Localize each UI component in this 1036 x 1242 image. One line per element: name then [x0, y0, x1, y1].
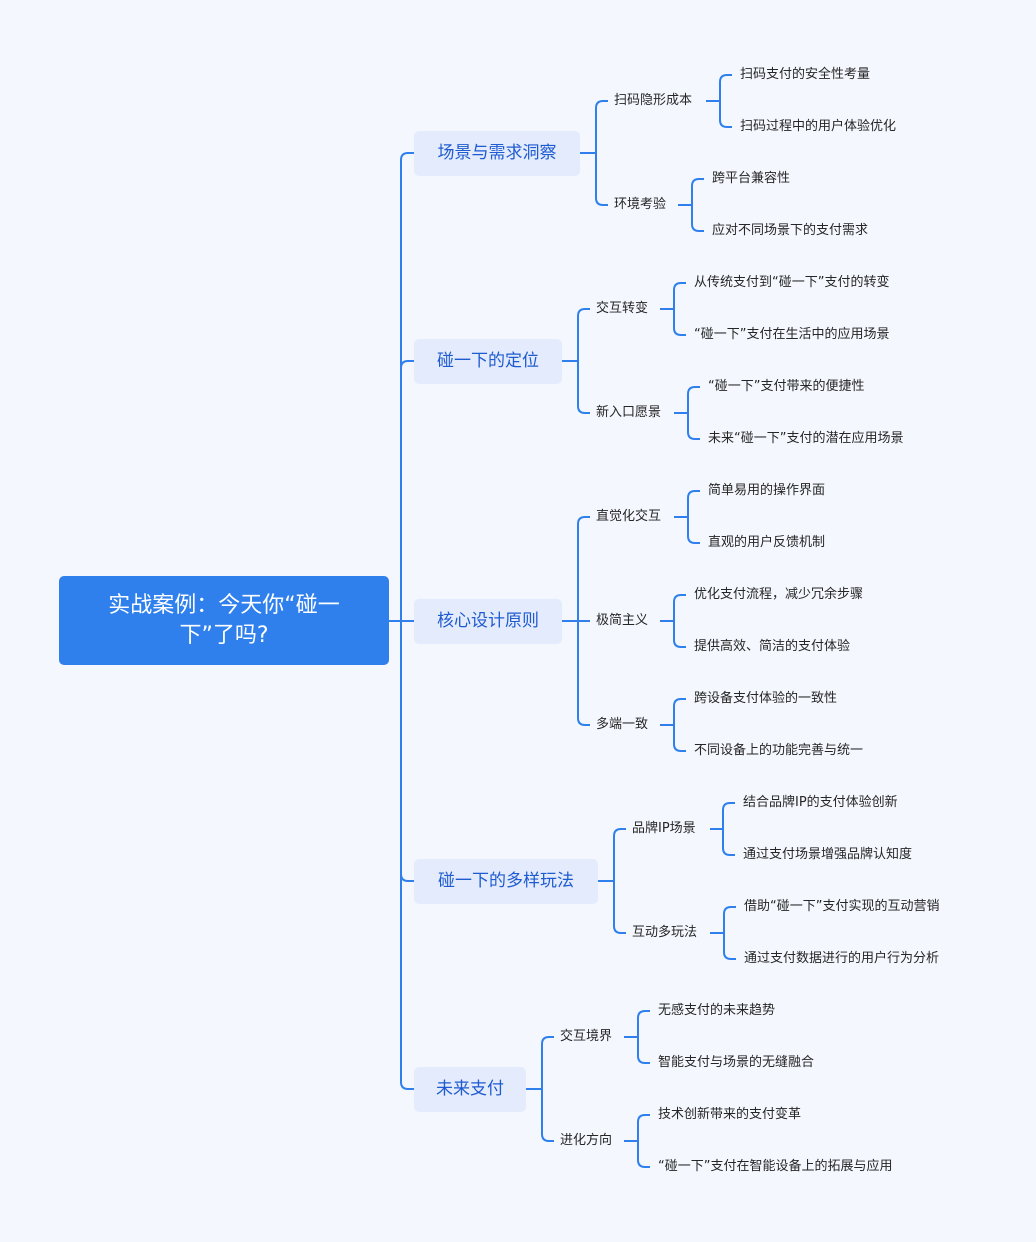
connector-line: [400, 621, 414, 1090]
branch-node[interactable]: 碰一下的定位: [414, 339, 562, 384]
sub-topic[interactable]: 多端一致: [596, 717, 649, 732]
leaf-item[interactable]: 从传统支付到“碰一下”支付的转变: [694, 275, 890, 290]
connector-line: [673, 698, 686, 725]
sub-topic[interactable]: 交互境界: [560, 1029, 613, 1044]
leaf-item[interactable]: 智能支付与场景的无缝融合: [658, 1055, 815, 1070]
sub-topic[interactable]: 进化方向: [560, 1133, 613, 1148]
connector-line: [673, 309, 686, 336]
sub-topic[interactable]: 扫码隐形成本: [614, 93, 693, 108]
sub-topic[interactable]: 互动多玩法: [632, 925, 698, 940]
branch-node[interactable]: 核心设计原则: [414, 599, 562, 644]
branch-label: 碰一下的定位: [437, 351, 539, 371]
connector-line: [691, 178, 704, 205]
leaf-item[interactable]: “碰一下”支付在生活中的应用场景: [694, 327, 890, 342]
connector-line: [691, 205, 704, 232]
leaf-item[interactable]: “碰一下”支付带来的便捷性: [708, 379, 865, 394]
connector-line: [673, 594, 686, 621]
connector-line: [577, 516, 590, 621]
connector-line: [541, 1036, 554, 1089]
connector-line: [673, 282, 686, 309]
connector-line: [722, 802, 735, 829]
connector-line: [400, 360, 414, 621]
sub-topic[interactable]: 直觉化交互: [596, 509, 662, 524]
connector-line: [613, 881, 626, 934]
leaf-item[interactable]: 通过支付数据进行的用户行为分析: [744, 951, 940, 966]
leaf-item[interactable]: “碰一下”支付在智能设备上的拓展与应用: [658, 1159, 893, 1174]
connector-line: [595, 153, 608, 206]
sub-topic[interactable]: 极简主义: [596, 613, 649, 628]
connector-line: [687, 413, 700, 440]
connector-line: [400, 152, 414, 621]
sub-topic[interactable]: 新入口愿景: [596, 405, 662, 420]
branch-label: 场景与需求洞察: [437, 143, 557, 163]
sub-topic[interactable]: 环境考验: [614, 197, 667, 212]
branch-label: 碰一下的多样玩法: [438, 871, 574, 891]
branch-node[interactable]: 场景与需求洞察: [414, 131, 580, 176]
leaf-item[interactable]: 未来“碰一下”支付的潜在应用场景: [708, 431, 904, 446]
connector-line: [613, 828, 626, 881]
leaf-item[interactable]: 提供高效、简洁的支付体验: [694, 639, 851, 654]
leaf-item[interactable]: 扫码过程中的用户体验优化: [740, 119, 897, 134]
sub-topic[interactable]: 交互转变: [596, 301, 649, 316]
root-node[interactable]: 实战案例：今天你“碰一下”了吗?: [59, 576, 389, 665]
branch-node[interactable]: 未来支付: [414, 1067, 526, 1112]
connector-line: [637, 1037, 650, 1064]
connector-line: [687, 490, 700, 517]
leaf-item[interactable]: 通过支付场景增强品牌认知度: [743, 847, 913, 862]
connector-line: [400, 621, 414, 882]
connector-line: [577, 361, 590, 414]
leaf-item[interactable]: 借助“碰一下”支付实现的互动营销: [744, 899, 940, 914]
leaf-item[interactable]: 技术创新带来的支付变革: [658, 1107, 802, 1122]
leaf-item[interactable]: 简单易用的操作界面: [708, 483, 826, 498]
connector-line: [687, 386, 700, 413]
connector-line: [637, 1114, 650, 1141]
branch-node[interactable]: 碰一下的多样玩法: [414, 859, 598, 904]
root-title: 实战案例：今天你“碰一下”了吗?: [108, 592, 340, 648]
connector-line: [637, 1010, 650, 1037]
leaf-item[interactable]: 应对不同场景下的支付需求: [712, 223, 869, 238]
leaf-item[interactable]: 不同设备上的功能完善与统一: [694, 743, 864, 758]
leaf-item[interactable]: 结合品牌IP的支付体验创新: [743, 795, 898, 810]
connector-line: [723, 906, 736, 933]
leaf-item[interactable]: 直观的用户反馈机制: [708, 535, 826, 550]
connector-line: [673, 621, 686, 648]
sub-topic[interactable]: 品牌IP场景: [632, 821, 696, 836]
connector-line: [722, 829, 735, 856]
leaf-item[interactable]: 跨平台兼容性: [712, 171, 791, 186]
connector-line: [577, 621, 590, 726]
leaf-item[interactable]: 无感支付的未来趋势: [658, 1003, 776, 1018]
connector-line: [577, 308, 590, 361]
leaf-item[interactable]: 优化支付流程，减少冗余步骤: [694, 587, 864, 602]
connector-line: [673, 725, 686, 752]
leaf-item[interactable]: 扫码支付的安全性考量: [740, 67, 871, 82]
connector-line: [719, 101, 732, 128]
connector-line: [723, 933, 736, 960]
leaf-item[interactable]: 跨设备支付体验的一致性: [694, 691, 838, 706]
connector-line: [687, 517, 700, 544]
connector-line: [595, 100, 608, 153]
branch-label: 未来支付: [436, 1079, 504, 1099]
branch-label: 核心设计原则: [437, 611, 539, 631]
connector-line: [637, 1141, 650, 1168]
connector-line: [541, 1089, 554, 1142]
connector-line: [719, 74, 732, 101]
